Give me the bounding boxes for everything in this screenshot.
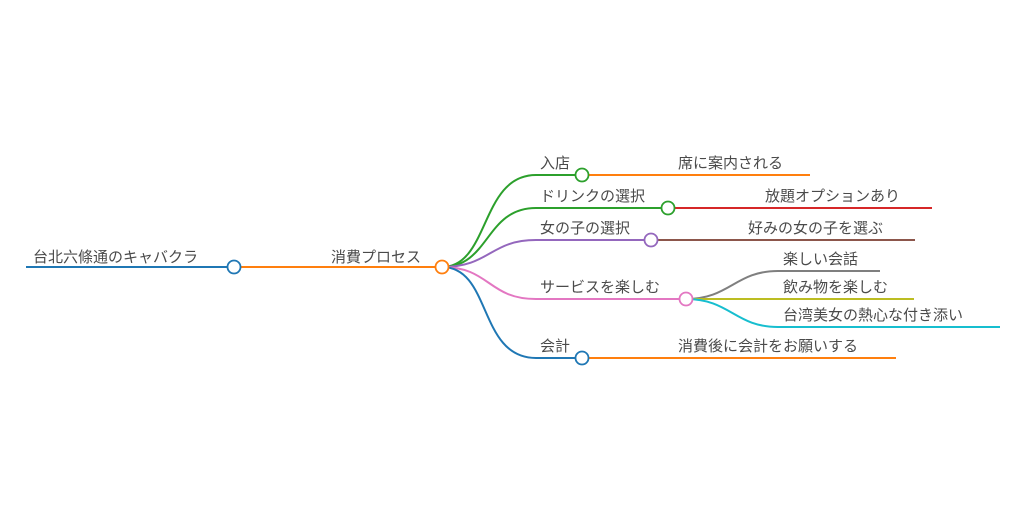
step-entry-circle[interactable] <box>574 167 590 183</box>
process-node-label: 消費プロセス <box>331 248 421 266</box>
step-drink-label: ドリンクの選択 <box>540 187 645 205</box>
step-entry-label: 入店 <box>540 154 570 172</box>
leaf-service-talk-label: 楽しい会話 <box>783 250 858 268</box>
step-service-circle[interactable] <box>678 291 694 307</box>
edge-process-to-step-entry <box>441 174 582 268</box>
root-node-circle[interactable] <box>226 259 242 275</box>
step-service-label: サービスを楽しむ <box>540 278 660 296</box>
root-node-label: 台北六條通のキャバクラ <box>33 248 198 266</box>
leaf-girl-label: 好みの女の子を選ぶ <box>748 219 883 237</box>
leaf-drink-label: 放題オプションあり <box>765 187 900 205</box>
edge-process-to-step-girl <box>441 239 651 268</box>
nodes-layer <box>226 167 694 366</box>
labels-layer: 台北六條通のキャバクラ 消費プロセス 入店 ドリンクの選択 女の子の選択 サービ… <box>33 154 963 355</box>
leaf-checkout-label: 消費後に会計をお願いする <box>678 337 858 355</box>
step-checkout-circle[interactable] <box>574 350 590 366</box>
step-girl-circle[interactable] <box>643 232 659 248</box>
edge-service-to-leaf-companion <box>685 298 1000 328</box>
step-checkout-label: 会計 <box>540 337 570 355</box>
edge-process-to-step-checkout <box>441 266 582 359</box>
step-drink-circle[interactable] <box>660 200 676 216</box>
edge-process-to-step-service <box>441 266 686 300</box>
edges-layer <box>26 174 1000 359</box>
edge-service-to-leaf-talk <box>685 270 880 300</box>
process-node-circle[interactable] <box>434 259 450 275</box>
step-girl-label: 女の子の選択 <box>540 219 630 237</box>
leaf-entry-label: 席に案内される <box>678 154 783 172</box>
leaf-service-drinks-label: 飲み物を楽しむ <box>783 278 888 296</box>
edge-process-to-step-drink <box>441 207 668 268</box>
leaf-service-companion-label: 台湾美女の熱心な付き添い <box>783 306 963 324</box>
